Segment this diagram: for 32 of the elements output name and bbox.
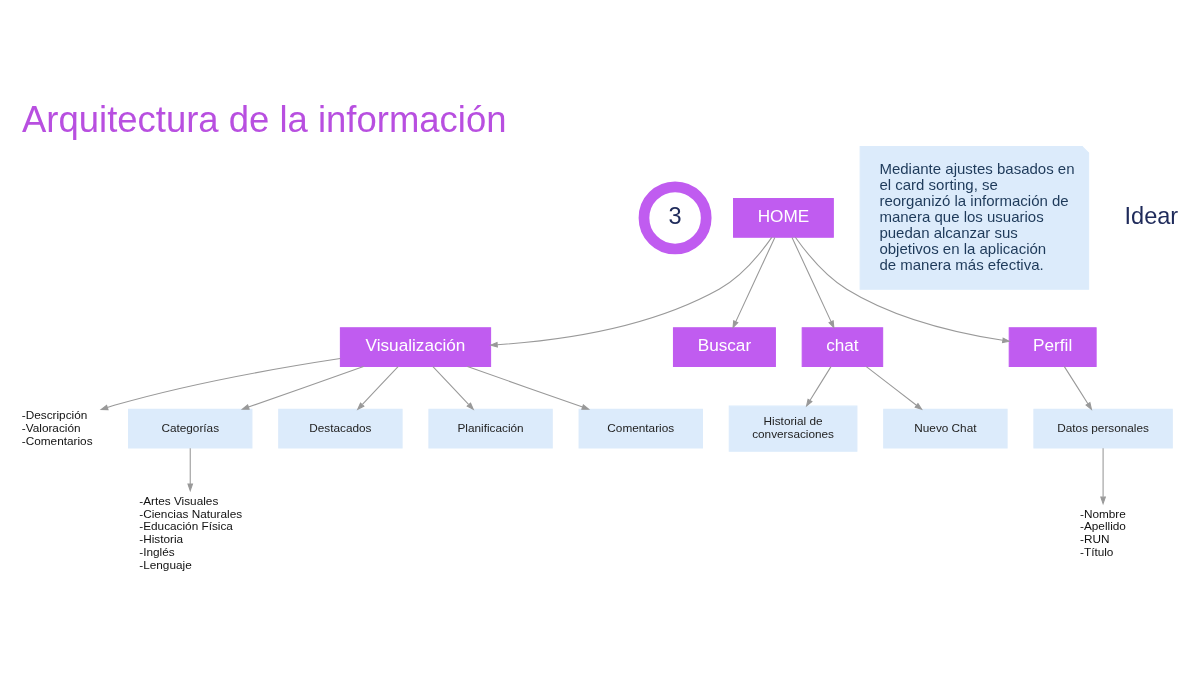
arrow <box>791 236 835 330</box>
node-box: Perfil <box>1008 327 1097 367</box>
arrow <box>432 366 475 411</box>
arrow <box>1100 447 1107 506</box>
node-box: Historial de conversaciones <box>728 405 858 452</box>
arrow <box>794 236 1011 344</box>
arrow <box>99 358 341 411</box>
arrow <box>466 366 591 410</box>
node-text: -Descripción -Valoración -Comentarios <box>21 407 93 447</box>
arrow <box>240 366 365 410</box>
node-box: Comentarios <box>578 408 703 449</box>
node-circle: 3 <box>638 181 712 255</box>
node-box: Planificación <box>428 408 553 449</box>
node-box: Visualización <box>339 327 492 367</box>
node-box: Categorías <box>128 408 253 449</box>
arrow <box>1063 366 1093 411</box>
label: Idear <box>1124 202 1179 229</box>
arrow <box>805 366 832 408</box>
node-box: Destacados <box>278 408 403 449</box>
node-box: Buscar <box>672 327 776 367</box>
node-box: chat <box>801 327 884 367</box>
node-box: HOME <box>733 198 834 238</box>
node-text: -Nombre -Apellido -RUN -Título <box>1080 506 1126 559</box>
node-box: Datos personales <box>1033 408 1173 449</box>
node-box: Nuevo Chat <box>883 408 1008 449</box>
arrow <box>865 366 923 411</box>
arrow <box>489 236 773 348</box>
arrow <box>732 236 776 330</box>
arrow <box>187 447 194 493</box>
node-text: -Artes Visuales -Ciencias Naturales -Educación Física -Historia -Inglés -Lenguaje <box>139 493 243 571</box>
diagram-title: Arquitectura de la información <box>22 98 507 140</box>
arrow <box>356 366 399 411</box>
